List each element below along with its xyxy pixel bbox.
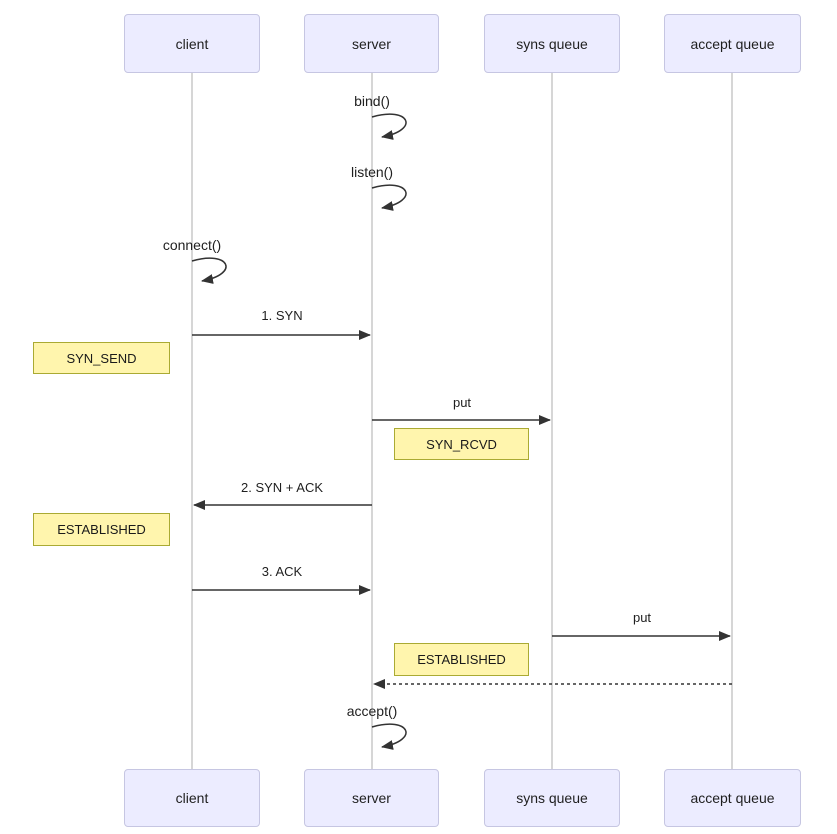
message-label-put-accept: put <box>632 610 652 625</box>
participant-client-bottom: client <box>124 769 260 827</box>
participant-server-top: server <box>304 14 439 73</box>
self-message-label-listen: listen() <box>350 164 394 180</box>
participant-syns-queue-top: syns queue <box>484 14 620 73</box>
participant-label: server <box>352 35 391 52</box>
participant-client-top: client <box>124 14 260 73</box>
note-established-server: ESTABLISHED <box>394 643 529 676</box>
self-message-label-bind: bind() <box>354 93 390 109</box>
participant-label: client <box>175 35 209 52</box>
self-loop-connect <box>191 257 227 284</box>
note-syn-send: SYN_SEND <box>33 342 170 374</box>
participant-syns-queue-bottom: syns queue <box>484 769 620 827</box>
participant-label: syns queue <box>516 35 588 52</box>
note-established-client: ESTABLISHED <box>33 513 170 546</box>
self-message-label-connect: connect() <box>162 237 222 253</box>
participant-label: client <box>175 790 209 806</box>
self-loop-listen <box>371 184 407 211</box>
self-loop-accept <box>371 723 407 750</box>
participant-label: syns queue <box>516 790 588 806</box>
self-loop-bind <box>371 113 407 140</box>
participant-accept-queue-top: accept queue <box>664 14 801 73</box>
participant-accept-queue-bottom: accept queue <box>664 769 801 827</box>
note-label: ESTABLISHED <box>417 652 506 667</box>
participant-label: accept queue <box>690 35 775 52</box>
participant-server-bottom: server <box>304 769 439 827</box>
participant-label: server <box>352 790 391 806</box>
message-label-ack: 3. ACK <box>261 564 303 579</box>
note-label: SYN_RCVD <box>426 436 497 452</box>
message-label-syn-ack: 2. SYN + ACK <box>240 480 324 495</box>
note-label: SYN_SEND <box>66 350 137 366</box>
note-label: ESTABLISHED <box>57 522 146 537</box>
participant-label: accept queue <box>690 790 775 806</box>
self-message-label-accept: accept() <box>346 703 398 719</box>
note-syn-rcvd: SYN_RCVD <box>394 428 529 460</box>
message-label-syn: 1. SYN <box>261 308 303 323</box>
message-label-put-syns: put <box>452 395 472 410</box>
